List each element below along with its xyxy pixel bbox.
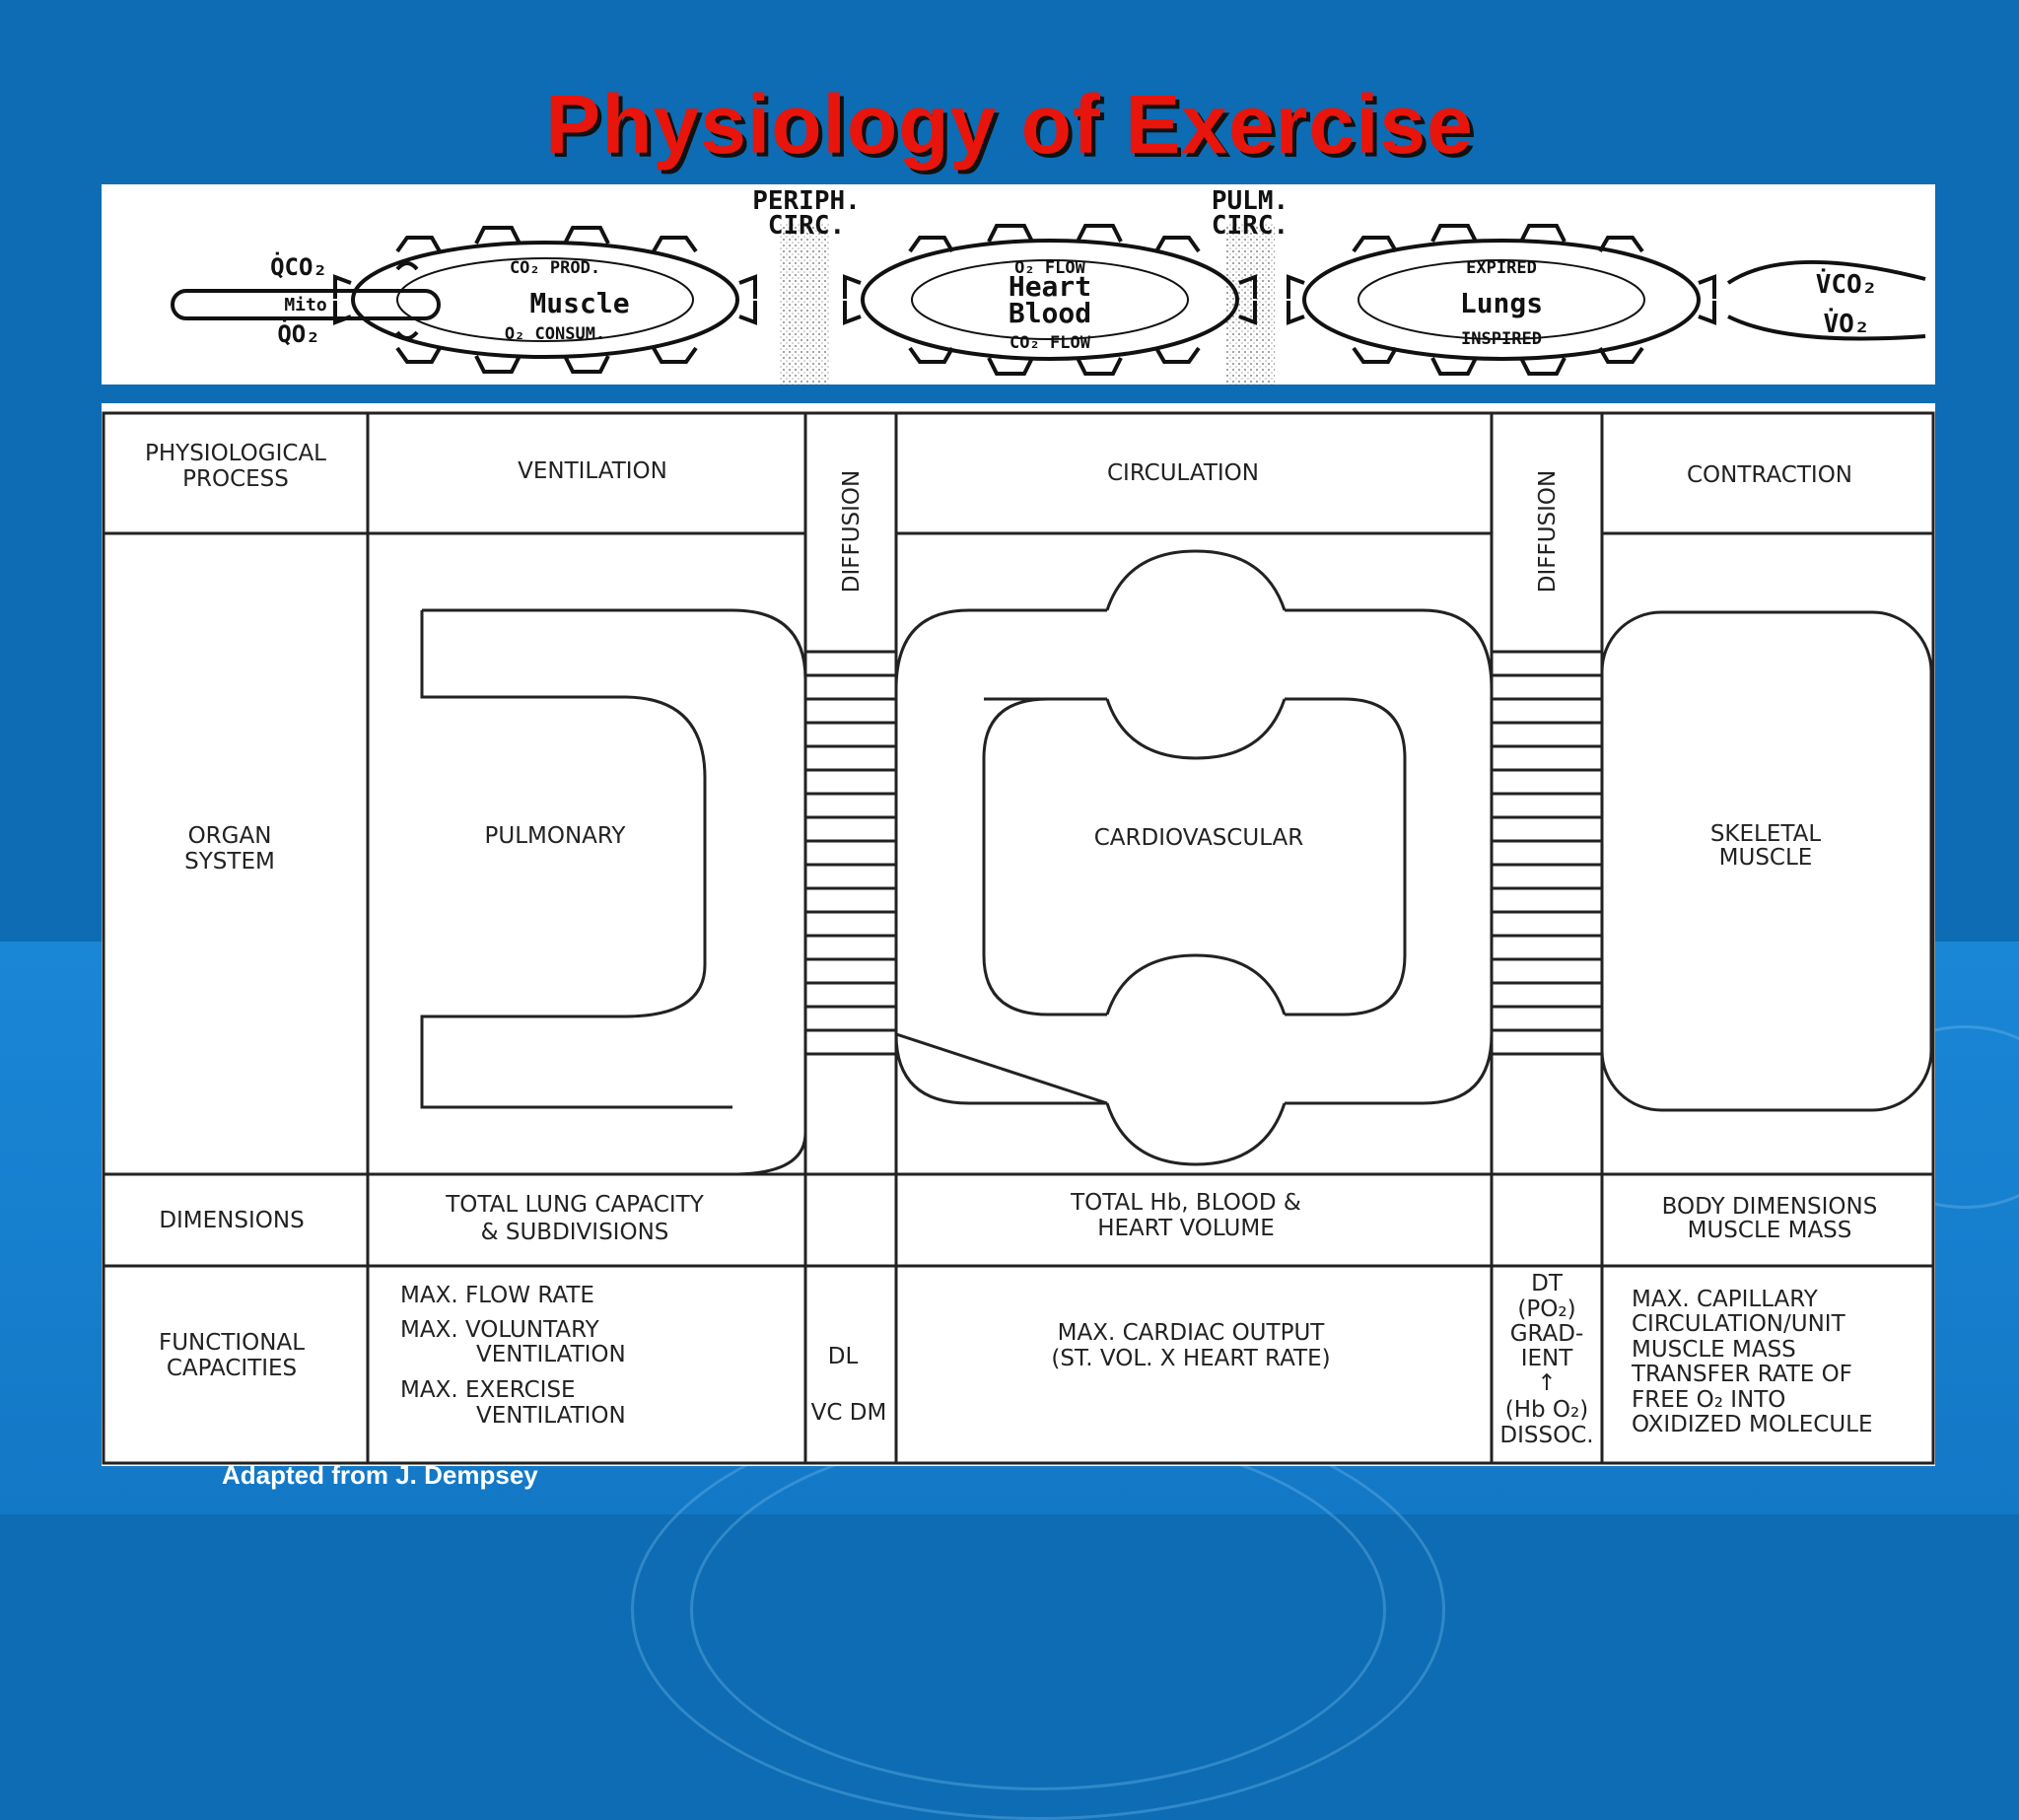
func-pulm-1: MAX. FLOW RATE bbox=[400, 1283, 594, 1308]
gear-diagram: PERIPH. CIRC. PULM. CIRC. Q̇CO₂ Q̇O₂ Mit… bbox=[102, 184, 1935, 385]
func-pulm-2: MAX. VOLUNTARY bbox=[400, 1317, 600, 1343]
func-skel-1: MAX. CAPILLARY bbox=[1632, 1287, 1819, 1312]
process-contraction: CONTRACTION bbox=[1687, 462, 1852, 488]
func-skel-6: OXIDIZED MOLECULE bbox=[1632, 1412, 1873, 1437]
background-swirl bbox=[690, 1430, 1386, 1790]
vco2-arrow bbox=[1726, 259, 1926, 285]
row-label-process-2: PROCESS bbox=[182, 466, 289, 492]
lungs-label: Lungs bbox=[1460, 287, 1543, 319]
mitochondrion-icon bbox=[171, 289, 441, 320]
func-pulm-4: MAX. EXERCISE bbox=[400, 1377, 576, 1403]
organ-skeletal-1: SKELETAL bbox=[1710, 821, 1822, 847]
periph-circ-label-1: PERIPH. bbox=[752, 186, 861, 216]
process-ventilation: VENTILATION bbox=[518, 458, 667, 484]
qo2-label: Q̇O₂ bbox=[277, 318, 319, 348]
lungs-gear bbox=[1287, 224, 1716, 376]
pulmonary-channel bbox=[420, 608, 732, 1109]
func-cardio-1: MAX. CARDIAC OUTPUT bbox=[1058, 1320, 1326, 1346]
dim-pulmonary-2: & SUBDIVISIONS bbox=[481, 1220, 669, 1245]
func-diff2-3: GRAD- bbox=[1510, 1321, 1584, 1347]
o2-consum-label: O₂ CONSUM. bbox=[505, 324, 605, 344]
dim-skeletal-2: MUSCLE MASS bbox=[1688, 1218, 1852, 1243]
func-diff2-1: DT bbox=[1531, 1271, 1564, 1296]
expired-label: EXPIRED bbox=[1466, 258, 1537, 278]
inspired-label: INSPIRED bbox=[1461, 329, 1542, 349]
func-diff2-7: DISSOC. bbox=[1499, 1423, 1593, 1448]
func-skel-5: FREE O₂ INTO bbox=[1632, 1387, 1785, 1413]
heart-gear bbox=[843, 224, 1257, 376]
func-diff1-2: VC DM bbox=[811, 1400, 887, 1426]
organ-pulmonary: PULMONARY bbox=[485, 823, 627, 849]
func-diff2-4: IENT bbox=[1521, 1346, 1574, 1371]
pulm-circ-label-2: CIRC. bbox=[1212, 211, 1288, 241]
func-diff2-6: (Hb O₂) bbox=[1505, 1397, 1588, 1423]
o2-flow-label: O₂ FLOW bbox=[1014, 258, 1085, 278]
process-diffusion-1: DIFFUSION bbox=[839, 470, 865, 593]
vo2-arrow bbox=[1727, 315, 1926, 341]
heart-chamber-bottom bbox=[1105, 953, 1287, 1166]
muscle-gear bbox=[333, 226, 757, 374]
table-border bbox=[102, 411, 1935, 1465]
periph-circ-band bbox=[780, 224, 829, 385]
func-cardio-2: (ST. VOL. X HEART RATE) bbox=[1051, 1346, 1330, 1371]
periph-circ-label-2: CIRC. bbox=[768, 211, 845, 241]
func-diff1-1: DL bbox=[828, 1344, 859, 1369]
row-label-functional-2: CAPACITIES bbox=[167, 1356, 297, 1381]
physiology-table: PHYSIOLOGICAL PROCESS ORGAN SYSTEM DIMEN… bbox=[102, 403, 1935, 1466]
func-skel-4: TRANSFER RATE OF bbox=[1631, 1362, 1852, 1387]
dim-cardio-1: TOTAL Hb, BLOOD & bbox=[1070, 1190, 1301, 1216]
co2-prod-label: CO₂ PROD. bbox=[510, 258, 600, 278]
pulm-circ-band bbox=[1225, 224, 1275, 385]
dim-cardio-2: HEART VOLUME bbox=[1097, 1216, 1275, 1241]
slide-title: Physiology of Exercise bbox=[545, 78, 1474, 171]
circulation-outer-loop bbox=[894, 608, 1494, 1105]
muscle-label: Muscle bbox=[529, 287, 629, 319]
func-skel-2: CIRCULATION/UNIT bbox=[1632, 1311, 1846, 1337]
blood-label: Blood bbox=[1009, 297, 1091, 329]
diffusion-ladder-1 bbox=[805, 650, 896, 1056]
qco2-label: Q̇CO₂ bbox=[270, 251, 327, 281]
func-diff2-2: (PO₂) bbox=[1517, 1296, 1575, 1322]
dim-pulmonary-1: TOTAL LUNG CAPACITY bbox=[445, 1192, 705, 1218]
process-circulation: CIRCULATION bbox=[1107, 460, 1259, 486]
func-skel-3: MUSCLE MASS bbox=[1632, 1337, 1796, 1363]
row-label-dimensions: DIMENSIONS bbox=[159, 1208, 304, 1233]
source-credit: Adapted from J. Dempsey bbox=[222, 1460, 538, 1490]
organ-skeletal-2: MUSCLE bbox=[1719, 845, 1813, 871]
lung-outline bbox=[731, 608, 807, 1176]
process-diffusion-2: DIFFUSION bbox=[1535, 470, 1561, 593]
circulation-inner-loop bbox=[982, 697, 1407, 1016]
skeletal-muscle-outline bbox=[1600, 610, 1933, 1112]
organ-cardiovascular: CARDIOVASCULAR bbox=[1094, 825, 1304, 851]
co2-flow-label: CO₂ FLOW bbox=[1010, 333, 1091, 353]
func-pulm-5: VENTILATION bbox=[476, 1403, 626, 1429]
vo2-label: V̇O₂ bbox=[1824, 306, 1870, 339]
mito-label: Mito bbox=[284, 295, 326, 315]
dim-skeletal-1: BODY DIMENSIONS bbox=[1662, 1194, 1878, 1220]
row-label-organ-2: SYSTEM bbox=[184, 849, 275, 875]
func-diff2-5: ↑ bbox=[1537, 1370, 1556, 1396]
vco2-label: V̇CO₂ bbox=[1816, 266, 1878, 300]
heart-label: Heart bbox=[1009, 270, 1091, 303]
diffusion-ladder-2 bbox=[1492, 650, 1602, 1056]
row-label-process-1: PHYSIOLOGICAL bbox=[145, 441, 326, 466]
heart-chamber-top bbox=[1105, 549, 1287, 760]
row-label-organ-1: ORGAN bbox=[188, 823, 272, 849]
row-label-functional-1: FUNCTIONAL bbox=[159, 1330, 305, 1356]
func-pulm-3: VENTILATION bbox=[476, 1342, 626, 1367]
pulm-circ-label-1: PULM. bbox=[1212, 186, 1288, 216]
